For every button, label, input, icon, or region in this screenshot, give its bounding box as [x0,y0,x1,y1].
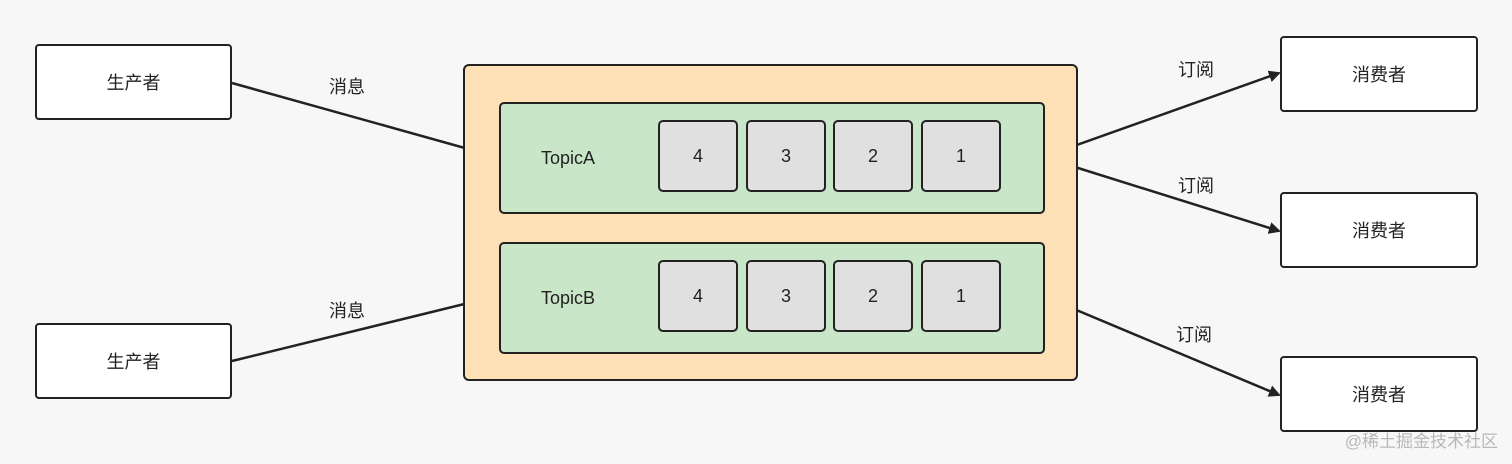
message-number: 3 [780,145,791,166]
producer-box-2: 生产者 [35,323,232,399]
message-number: 3 [780,285,791,306]
arrow-topicA-consumer1 [1042,70,1281,159]
edge-label-message-1: 消息 [329,77,365,97]
arrow-topicB-consumer3 [1042,294,1281,397]
topic-a: TopicA 4 3 2 1 [499,102,1045,214]
topic-name: TopicB [541,287,596,308]
arrow-topicA-consumer2 [1042,155,1281,234]
consumer-label: 消费者 [1352,221,1406,241]
watermark: @稀土掘金技术社区 [1344,432,1498,451]
arrow-producer2-topicB [231,292,499,363]
message-number: 1 [955,285,966,306]
consumer-box-1: 消费者 [1280,36,1478,112]
producer-box-1: 生产者 [35,44,232,120]
message-block: 1 [921,260,1001,332]
message-block: 3 [746,260,826,332]
edge-label-subscribe-3: 订阅 [1176,325,1212,345]
message-block: 4 [658,120,738,192]
message-number: 4 [692,285,703,306]
consumer-box-3: 消费者 [1280,356,1478,432]
producer-label: 生产者 [106,73,161,93]
message-number: 1 [955,145,966,166]
topic-b: TopicB 4 3 2 1 [499,242,1045,354]
message-number: 2 [867,285,878,306]
producer-label: 生产者 [106,352,161,372]
message-number: 4 [692,145,703,166]
consumer-box-2: 消费者 [1280,192,1478,268]
arrow-producer1-topicA [231,81,499,161]
message-block: 2 [833,120,913,192]
edge-label-message-2: 消息 [329,301,365,321]
message-block: 3 [746,120,826,192]
topic-name: TopicA [541,147,596,168]
message-block: 2 [833,260,913,332]
message-block: 4 [658,260,738,332]
message-number: 2 [867,145,878,166]
message-block: 1 [921,120,1001,192]
edge-label-subscribe-1: 订阅 [1178,60,1214,80]
broker-container: TopicA 4 3 2 1 TopicB 4 3 2 1 [463,64,1078,381]
edge-label-subscribe-2: 订阅 [1178,176,1214,196]
consumer-label: 消费者 [1352,385,1406,405]
consumer-label: 消费者 [1352,65,1406,85]
